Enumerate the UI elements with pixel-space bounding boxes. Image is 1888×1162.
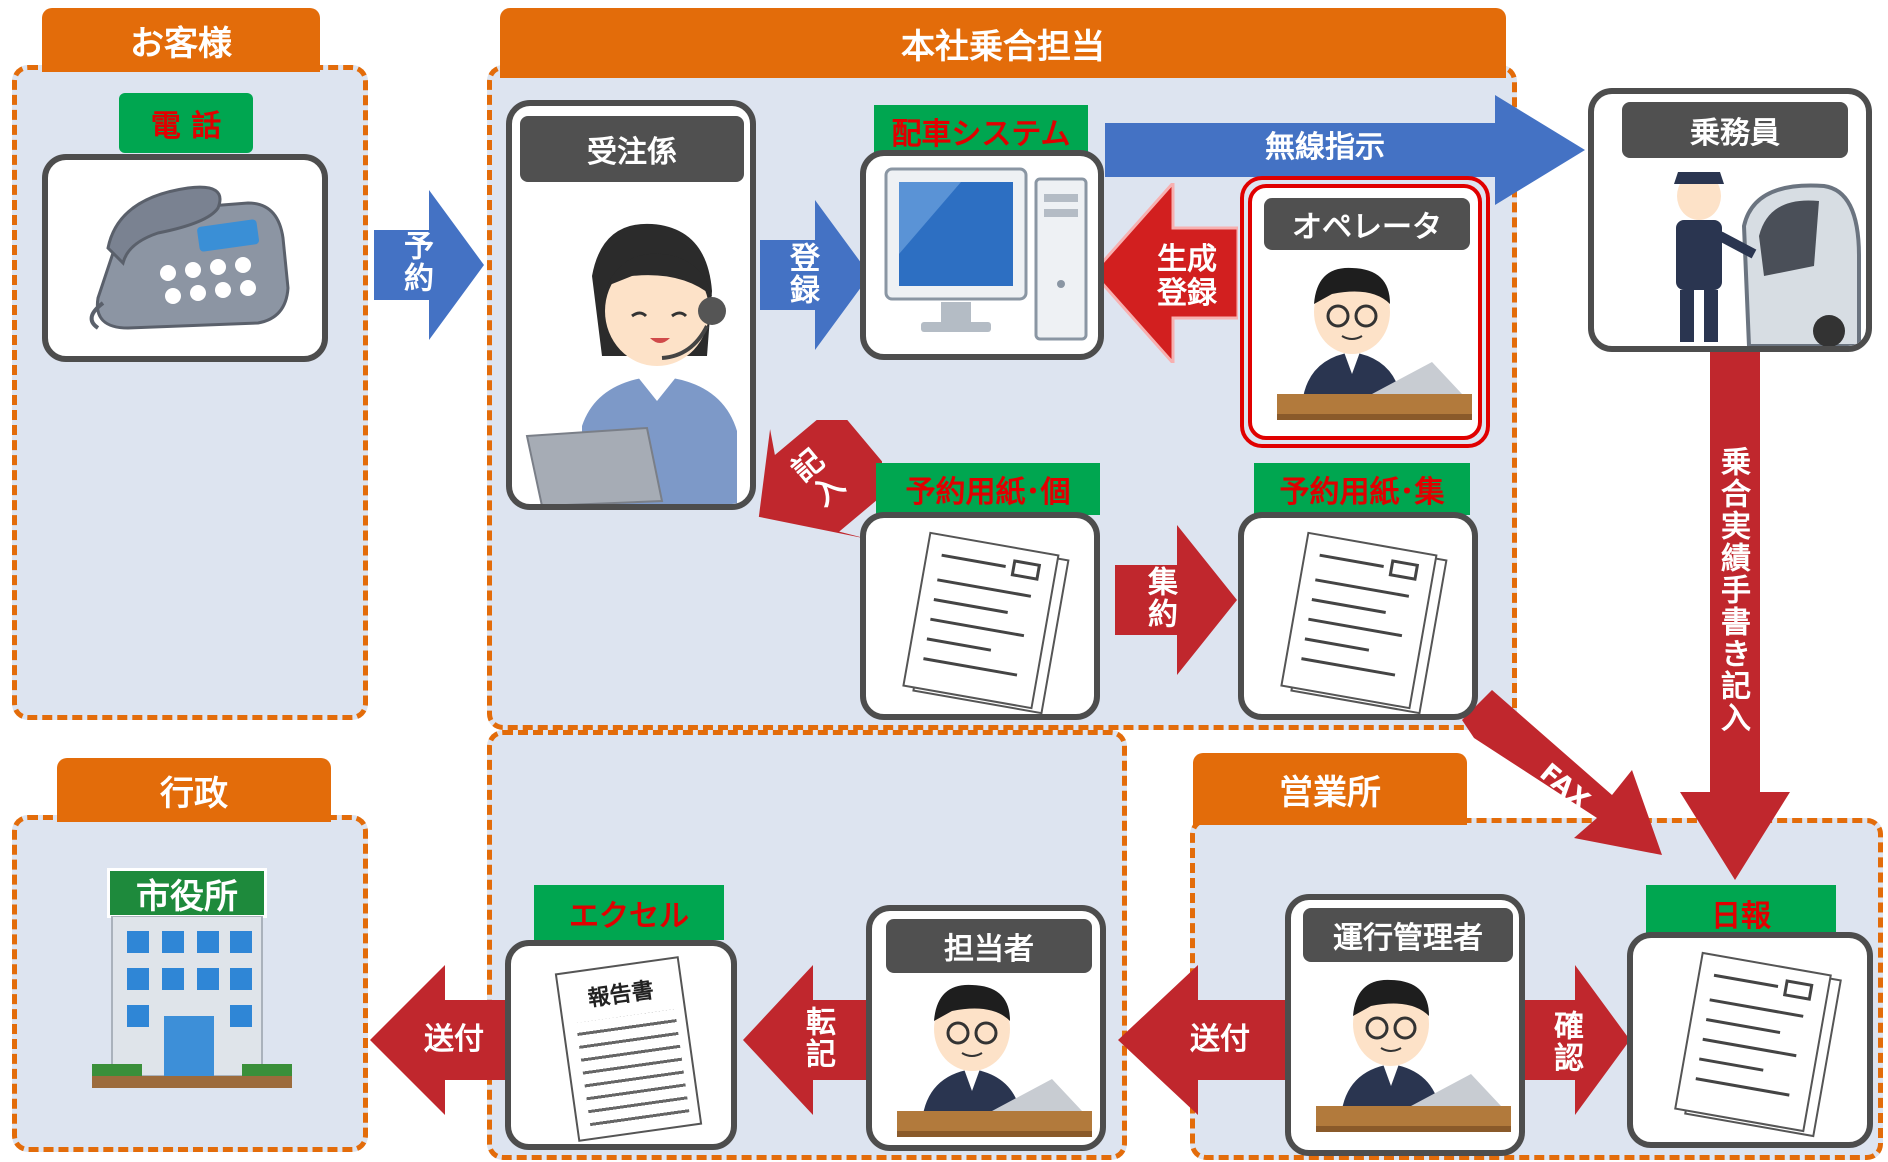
crew-label: 乗務員 [1622,102,1848,158]
driver-with-car-icon [1674,172,1861,346]
zone-head-office-title: 本社乗合担当 [500,8,1506,78]
receptionist-card: 受注係 [506,100,756,510]
report-document-title: 報告書 [586,978,656,1013]
arrow-register [760,200,870,350]
building-icon [92,916,292,1088]
operations-manager-label: 運行管理者 [1303,908,1513,962]
document-stack-icon-2 [1280,531,1448,714]
city-hall-icon: 市役所 [92,868,292,1088]
form-individual-label: 予約用紙･個 [876,463,1100,515]
arrow-confirm-label: 確認 [1548,1010,1583,1074]
arrow-generate-register [1093,183,1238,363]
arrow-generate-label: 生成 登録 [1157,242,1217,311]
form-collected-label: 予約用紙･集 [1254,463,1470,515]
report-text-lines [575,1009,690,1128]
arrow-radio-label: 無線指示 [1265,130,1385,165]
document-stack-icon [902,531,1070,714]
form-collected-card [1238,512,1478,720]
crew-card: 乗務員 [1588,88,1872,352]
arrow-aggregate [1115,525,1237,675]
daily-report-document-icon [1674,951,1842,1138]
dispatch-system-card [860,150,1104,360]
phone-label: 電 話 [119,93,253,153]
operator-person-icon [1277,267,1472,420]
daily-report-card [1627,932,1873,1148]
arrow-write-entry [758,420,882,540]
form-individual-card [860,512,1100,720]
arrow-transcribe [743,965,868,1115]
report-document-icon: 報告書 [554,956,703,1142]
arrow-aggregate-label: 集約 [1142,566,1177,630]
arrow-reserve-label: 予約 [398,230,433,294]
person-in-charge-label: 担当者 [886,919,1092,973]
telephone-icon [89,185,290,330]
operator-label: オペレータ [1264,198,1470,250]
excel-card: 報告書 [505,940,737,1150]
arrow-send-from-office [1118,965,1288,1115]
dispatch-system-label: 配車システム [874,105,1088,157]
phone-card [42,154,328,362]
arrow-confirm [1520,965,1630,1115]
person-in-charge-card: 担当者 [866,905,1106,1151]
arrow-handwritten-entry [1680,352,1790,880]
arrow-handwritten-label: 乗合実績手書き記入 [1715,446,1750,734]
arrow-radio-instruction [1105,95,1585,205]
arrow-send-to-gov-label: 送付 [424,1022,484,1057]
arrow-send-from-office-label: 送付 [1190,1022,1250,1057]
arrow-register-label: 登録 [784,242,819,306]
receptionist-label: 受注係 [520,116,744,182]
computer-icon [884,167,1088,341]
person-in-charge-icon [897,984,1092,1137]
arrow-reserve [374,190,484,340]
receptionist-person-icon [525,223,737,504]
zone-sales-office-title: 営業所 [1193,753,1467,825]
zone-customer-title: お客様 [42,8,320,72]
operator-highlight-frame: オペレータ [1240,176,1490,448]
arrow-fax [1462,690,1662,855]
zone-government-title: 行政 [57,758,331,822]
operator-card: オペレータ [1248,184,1482,440]
arrow-transcribe-label: 転記 [800,1006,835,1070]
arrow-send-to-gov [370,965,510,1115]
operations-manager-icon [1316,979,1511,1132]
city-hall-sign: 市役所 [107,868,267,918]
daily-report-label: 日報 [1646,885,1836,940]
excel-label: エクセル [534,885,724,940]
operations-manager-card: 運行管理者 [1285,894,1525,1156]
